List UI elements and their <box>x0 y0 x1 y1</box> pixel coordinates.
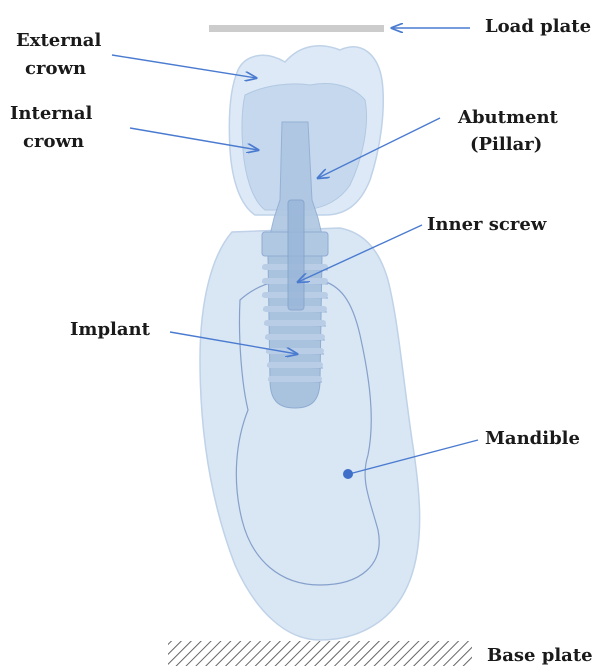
abutment-label-line1: Abutment <box>457 107 559 128</box>
base-plate <box>168 641 472 666</box>
implant-label: Implant <box>70 319 151 340</box>
external-crown-label-line1: External <box>16 30 101 51</box>
base-plate-label: Base plate <box>487 645 593 666</box>
internal-crown-label-line2: crown <box>23 131 84 152</box>
inner-screw-label: Inner screw <box>427 214 547 235</box>
internal-crown-label-line1: Internal <box>10 103 93 124</box>
mandible-dot <box>343 469 353 479</box>
external-crown-leader <box>112 55 256 78</box>
mandible-label: Mandible <box>485 428 580 449</box>
external-crown-label-line2: crown <box>25 58 86 79</box>
load-plate <box>209 25 384 32</box>
inner-screw <box>288 200 304 310</box>
load-plate-label: Load plate <box>485 16 591 37</box>
abutment-label-line2: (Pillar) <box>470 134 542 155</box>
